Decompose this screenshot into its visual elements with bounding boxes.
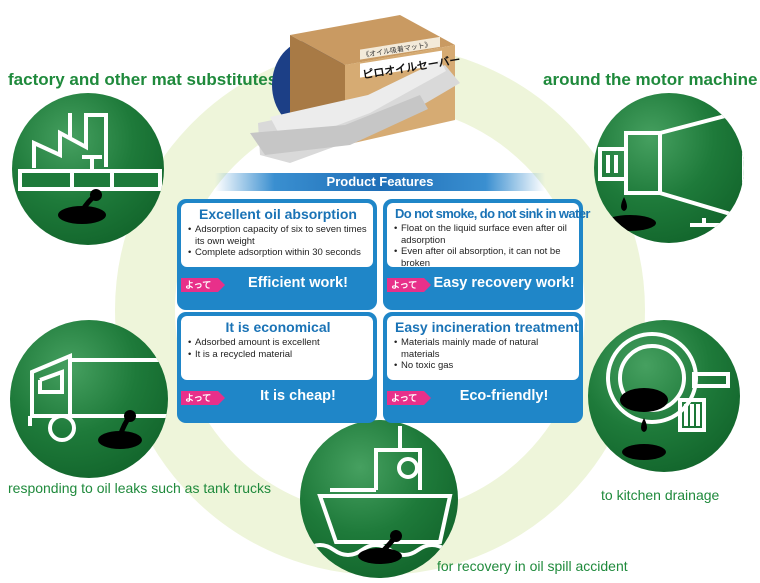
feature-card-oil-absorption: Excellent oil absorption Adsorption capa…: [177, 199, 377, 310]
motor-machine-drip-icon: [594, 93, 744, 243]
caption-truck: responding to oil leaks such as tank tru…: [8, 480, 272, 496]
feature-bullet: Even after oil absorption, it can not be…: [394, 246, 573, 269]
feature-title: Easy incineration treatment: [395, 319, 579, 335]
feature-title: Do not smoke, do not sink in water: [395, 206, 590, 221]
feature-result: Easy recovery work!: [433, 275, 575, 291]
yotte-badge: よって: [387, 391, 431, 405]
feature-card-body: Easy incineration treatment Materials ma…: [387, 316, 579, 380]
feature-result: Efficient work!: [248, 275, 348, 291]
kitchen-sink-drain-icon: [588, 320, 740, 472]
caption-kitchen: to kitchen drainage: [601, 487, 720, 503]
feature-card-economical: It is economical Adsorbed amount is exce…: [177, 312, 377, 423]
features-heading-bar: Product Features: [215, 173, 545, 191]
feature-card-no-smoke-no-sink: Do not smoke, do not sink in water Float…: [383, 199, 590, 310]
feature-bullet: Adsorption capacity of six to seven time…: [188, 224, 367, 247]
feature-bullet: Adsorbed amount is excellent: [188, 337, 367, 349]
product-image: 《オイル吸着マット》 ピロオイルセーバー: [250, 5, 480, 170]
caption-ship: for recovery in oil spill accident: [437, 558, 628, 574]
feature-bullet: No toxic gas: [394, 360, 573, 372]
feature-bullet: It is a recycled material: [188, 349, 367, 361]
yotte-badge: よって: [387, 278, 431, 292]
features-heading: Product Features: [326, 174, 434, 189]
feature-result: Eco-friendly!: [459, 388, 549, 404]
yotte-badge: よって: [181, 278, 225, 292]
feature-result: It is cheap!: [260, 388, 336, 404]
feature-title: Excellent oil absorption: [199, 206, 357, 222]
feature-card-body: Do not smoke, do not sink in water Float…: [387, 203, 590, 269]
feature-card-body: It is economical Adsorbed amount is exce…: [181, 316, 373, 380]
feature-title: It is economical: [225, 319, 331, 335]
tank-truck-leak-icon: [10, 320, 168, 478]
yotte-badge: よって: [181, 391, 225, 405]
feature-bullet: Complete adsorption within 30 seconds: [188, 247, 367, 259]
caption-factory: factory and other mat substitutes: [8, 70, 278, 89]
feature-bullet: Float on the liquid surface even after o…: [394, 223, 573, 246]
factory-pipe-leak-icon: [12, 93, 164, 245]
feature-card-body: Excellent oil absorption Adsorption capa…: [181, 203, 373, 267]
feature-bullet: Materials mainly made of natural materia…: [394, 337, 573, 360]
ship-oil-spill-icon: [300, 420, 458, 578]
caption-motor: around the motor machine: [543, 70, 758, 89]
feature-card-incineration: Easy incineration treatment Materials ma…: [383, 312, 583, 423]
